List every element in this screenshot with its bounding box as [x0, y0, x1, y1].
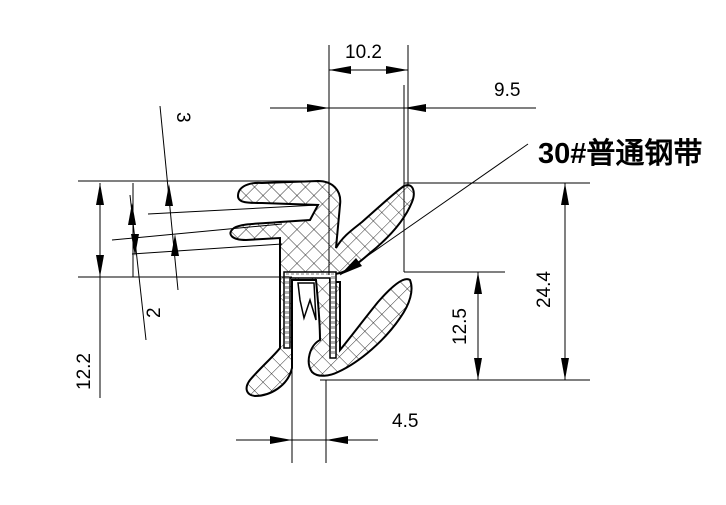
dim-lower-lip: 2 [144, 307, 165, 318]
dim-channel-width: 4.5 [392, 411, 418, 432]
dimension-labels: 10.2 9.5 3 2 12.2 12.5 24.4 4.5 30#普通钢带 [74, 42, 702, 432]
dim-total-height: 24.4 [534, 271, 555, 308]
material-callout: 30#普通钢带 [538, 137, 702, 170]
dim-channel-height: 12.5 [450, 308, 471, 345]
arrowheads [96, 66, 569, 444]
dim-left-height: 12.2 [74, 353, 95, 390]
steel-band [283, 271, 337, 359]
dim-upper-lip: 3 [172, 112, 193, 123]
rubber-profile [229, 179, 415, 398]
extension-lines [78, 45, 590, 463]
dim-top-width: 10.2 [345, 42, 382, 63]
dim-lip-offset: 9.5 [494, 80, 520, 101]
